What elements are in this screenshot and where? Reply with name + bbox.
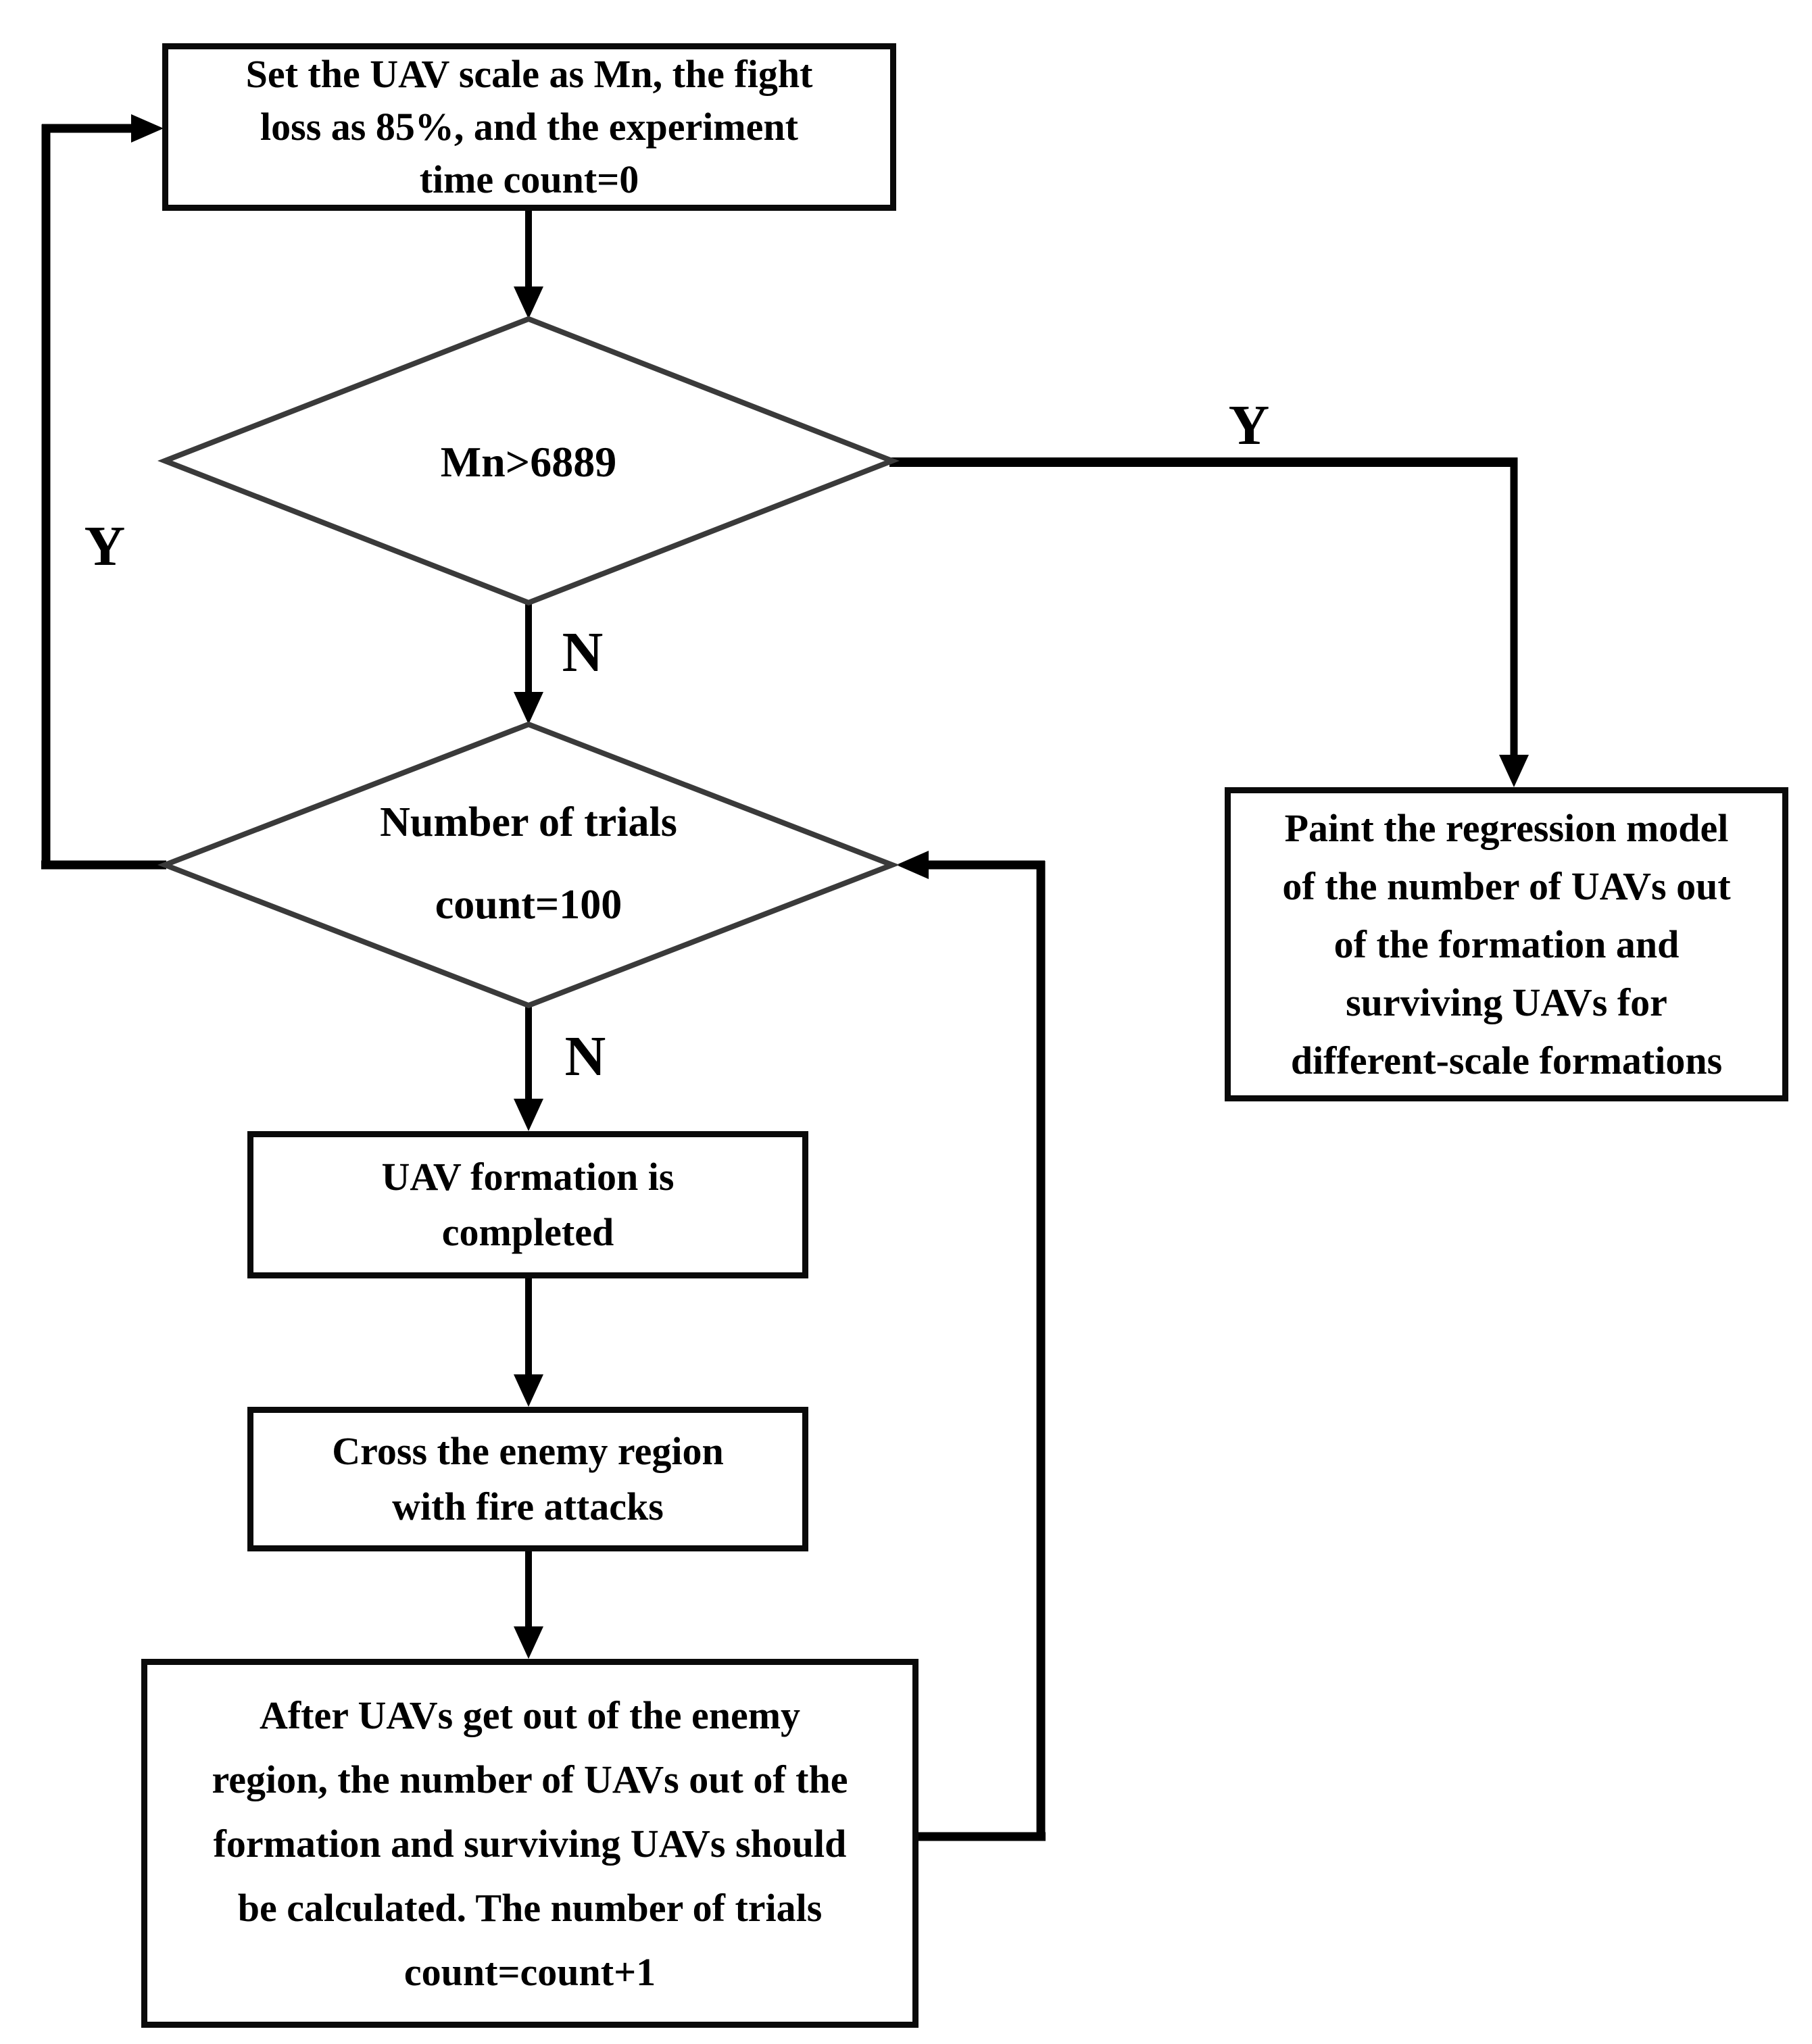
label-mn-yes: Y — [1228, 394, 1270, 457]
cross-enemy-line: with fire attacks — [392, 1485, 664, 1528]
decision-trials-line: Number of trials — [380, 799, 677, 845]
calculate-line: region, the number of UAVs out of the — [212, 1757, 848, 1801]
label-trials-yes: Y — [84, 515, 126, 578]
arrowhead-into-calculate-box — [514, 1626, 543, 1659]
paint-model-line: surviving UAVs for — [1346, 980, 1667, 1024]
calculate-line: formation and surviving UAVs should — [213, 1821, 847, 1866]
arrowhead-into-mn-diamond — [514, 286, 543, 319]
start-box-line: loss as 85%, and the experiment — [260, 105, 798, 149]
start-box-line: Set the UAV scale as Mn, the fight — [245, 52, 813, 96]
arrowhead-into-start-box — [131, 114, 164, 143]
paint-model-line: of the formation and — [1333, 922, 1680, 966]
paint-model-line: of the number of UAVs out — [1282, 864, 1731, 908]
decision-mn-diamond — [157, 316, 900, 606]
formation-line: completed — [441, 1210, 614, 1254]
calculate-line: After UAVs get out of the enemy — [259, 1693, 801, 1737]
cross-enemy-line: Cross the enemy region — [332, 1429, 724, 1473]
arrowhead-into-cross-box — [514, 1374, 543, 1407]
start-box-line: time count=0 — [419, 157, 639, 201]
arrowhead-into-paint-box — [1499, 755, 1529, 787]
decision-trials-diamond — [157, 721, 900, 1009]
formation-line: UAV formation is — [381, 1155, 675, 1199]
paint-model-box: Paint the regression model of the number… — [1225, 787, 1788, 1101]
arrowhead-into-formation-box — [514, 1099, 543, 1131]
calculate-box: After UAVs get out of the enemy region, … — [141, 1659, 919, 2028]
arrowhead-into-trials-diamond-right — [896, 851, 929, 879]
calculate-line: count=count+1 — [403, 1949, 656, 1994]
label-trials-no: N — [564, 1025, 606, 1088]
decision-trials-line: count=100 — [435, 882, 622, 928]
arrowhead-into-trials-diamond — [514, 692, 543, 724]
paint-model-line: Paint the regression model — [1284, 805, 1729, 850]
decision-trials-label: Number of trials count=100 — [380, 781, 677, 946]
label-mn-no: N — [562, 621, 604, 684]
calculate-line: be calculated. The number of trials — [237, 1885, 823, 1930]
start-box: Set the UAV scale as Mn, the fight loss … — [162, 43, 896, 211]
paint-model-line: different-scale formations — [1290, 1038, 1723, 1082]
cross-enemy-box: Cross the enemy region with fire attacks — [247, 1407, 808, 1551]
formation-box: UAV formation is completed — [247, 1131, 808, 1278]
decision-mn-label: Mn>6889 — [440, 438, 617, 486]
